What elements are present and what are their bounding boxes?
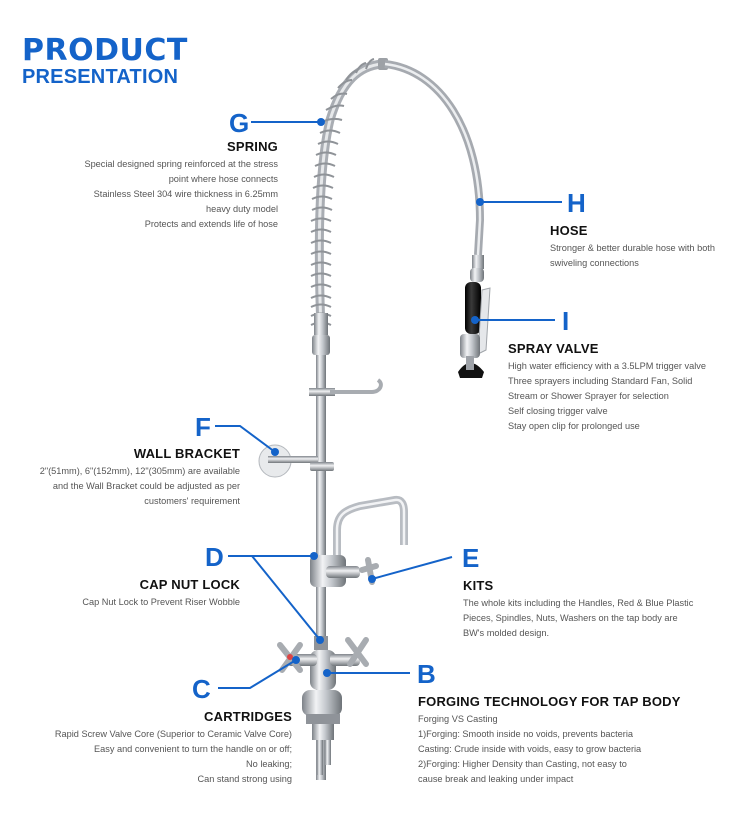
callout-letter-c: C: [192, 674, 211, 704]
kits-heading: KITS: [463, 578, 494, 593]
title-presentation: PRESENTATION: [22, 66, 179, 88]
hose-hook: [309, 378, 383, 396]
wall-bracket-heading: WALL BRACKET: [133, 446, 240, 461]
cartridges-description: Rapid Screw Valve Core (Superior to Cera…: [54, 729, 292, 784]
spray-valve-heading: SPRAY VALVE: [508, 341, 599, 356]
cartridges-heading: CARTRIDGES: [204, 709, 292, 724]
wall-bracket-icon: [258, 444, 334, 478]
callout-letter-i: I: [562, 306, 570, 336]
callout-letter-g: G: [229, 108, 250, 138]
tap-body: [277, 636, 369, 775]
spring-description: Special designed spring reinforced at th…: [84, 159, 278, 229]
spring-icon: [310, 58, 388, 355]
spray-valve-icon: [458, 282, 491, 378]
title-product: PRODUCT: [22, 33, 188, 68]
cap-nut-lock-heading: CAP NUT LOCK: [139, 577, 240, 592]
leader-lines: [215, 121, 562, 689]
kits-description: The whole kits including the Handles, Re…: [463, 598, 694, 638]
callout-letter-f: F: [195, 412, 211, 442]
forging-description: Forging VS Casting 1)Forging: Smooth ins…: [418, 714, 642, 784]
callout-letter-d: D: [205, 542, 224, 572]
callout-letter-h: H: [567, 188, 586, 218]
callout-letter-b: B: [417, 659, 436, 689]
cap-nut-lock-description: Cap Nut Lock to Prevent Riser Wobble: [82, 597, 240, 607]
wall-bracket-description: 2"(51mm), 6"(152mm), 12"(305mm) are avai…: [39, 466, 240, 506]
callout-dots: [271, 118, 484, 677]
spring-heading: SPRING: [226, 139, 278, 154]
callout-letter-e: E: [462, 543, 480, 573]
hose-description: Stronger & better durable hose with both…: [550, 243, 715, 268]
hose-heading: HOSE: [550, 223, 588, 238]
hose-icon: [384, 60, 485, 282]
forging-heading: FORGING TECHNOLOGY FOR TAP BODY: [418, 694, 681, 709]
riser-pipe: [316, 320, 326, 780]
spray-valve-description: High water efficiency with a 3.5LPM trig…: [508, 361, 706, 431]
